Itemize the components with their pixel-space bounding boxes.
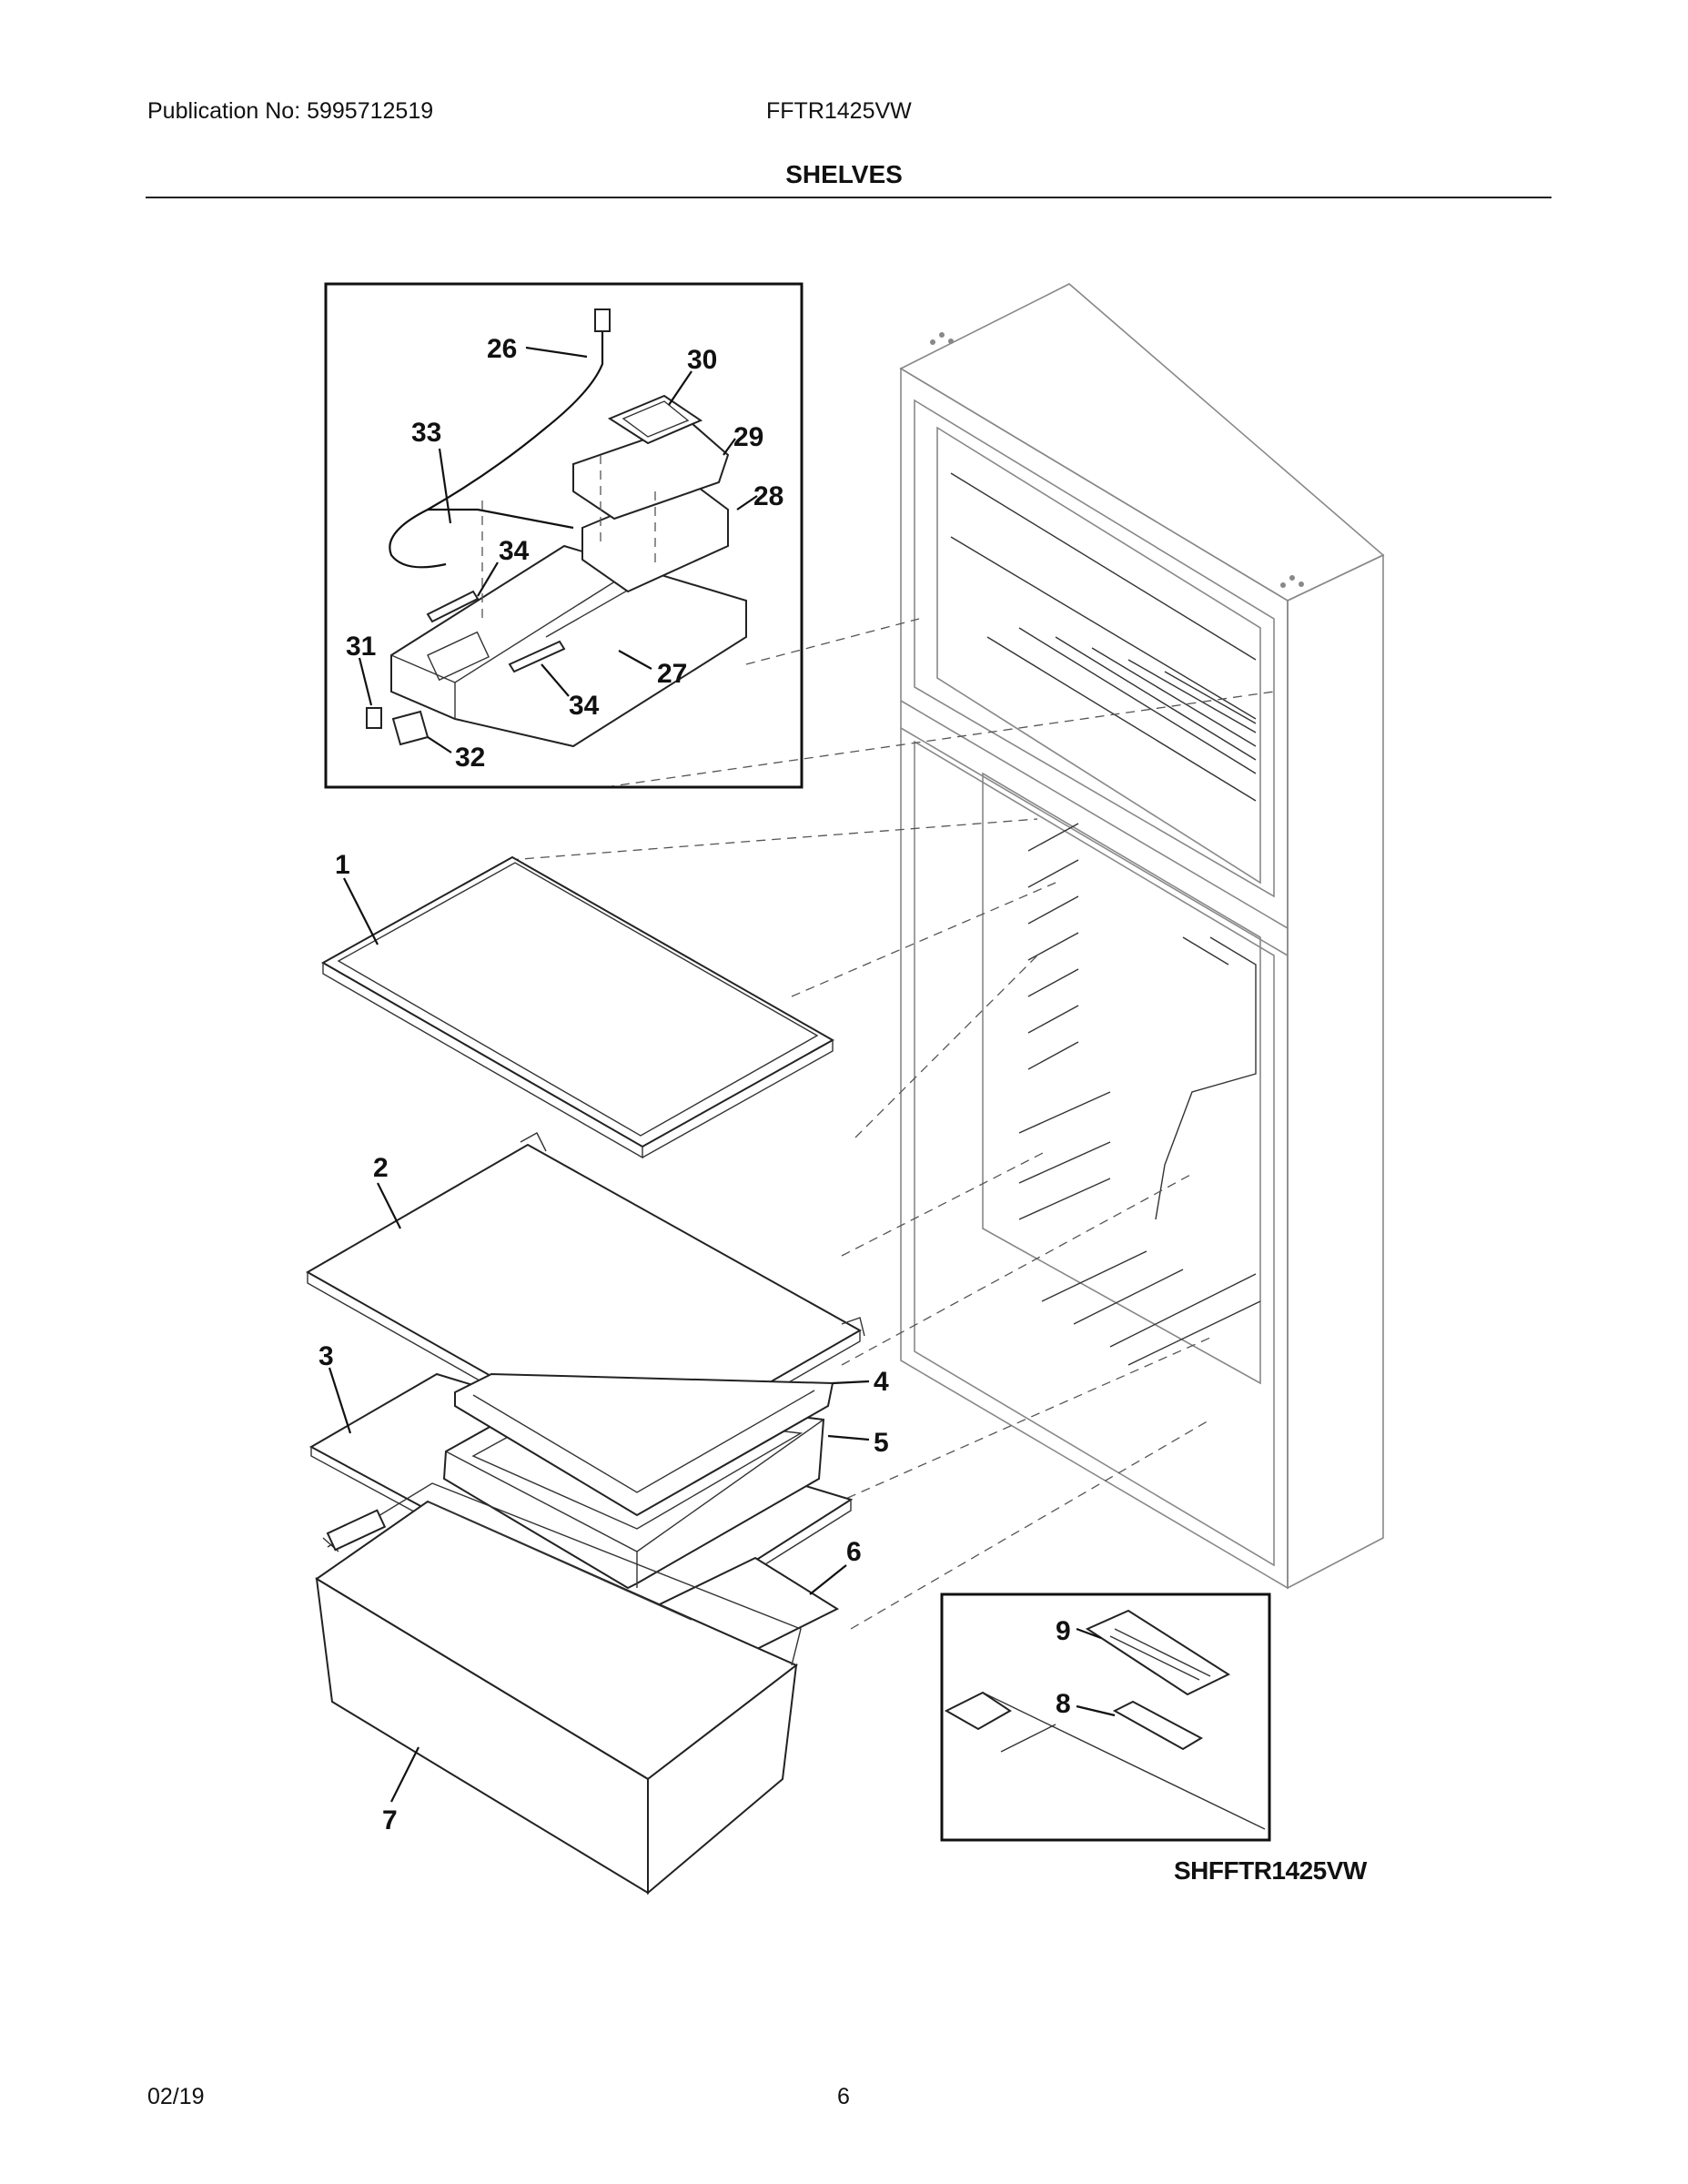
callout-26: 26 xyxy=(487,334,517,364)
callout-6: 6 xyxy=(846,1537,862,1567)
crisper-frame-part-4 xyxy=(454,1372,834,1517)
section-title: SHELVES xyxy=(785,160,903,188)
shelf-part-1 xyxy=(320,855,835,1159)
callout-27: 27 xyxy=(657,659,687,689)
footer-date: 02/19 xyxy=(147,2084,205,2109)
callout-33: 33 xyxy=(411,418,441,448)
refrigerator-cabinet xyxy=(899,283,1385,1590)
callout-labels: 26 30 29 28 33 34 31 32 27 34 1 2 3 4 5 … xyxy=(318,334,1071,1835)
diagram-code: SHFFTR1425VW xyxy=(1174,1856,1367,1885)
header-rule xyxy=(146,197,1552,198)
control-housing-assembly xyxy=(366,308,747,748)
callout-34-lower: 34 xyxy=(569,691,600,721)
callout-32: 32 xyxy=(455,743,485,773)
footer-page-number: 6 xyxy=(837,2084,850,2109)
callout-29: 29 xyxy=(733,422,763,452)
model-number: FFTR1425VW xyxy=(766,98,912,124)
crisper-drawer-part-7 xyxy=(315,1482,802,1896)
callout-9: 9 xyxy=(1056,1616,1071,1646)
callout-31: 31 xyxy=(346,632,376,662)
callout-7: 7 xyxy=(382,1805,398,1835)
humidity-control-inset-box xyxy=(940,1592,1271,1842)
control-housing-inset-box xyxy=(324,282,804,789)
callout-4: 4 xyxy=(874,1367,889,1397)
callout-30: 30 xyxy=(687,345,717,375)
callout-2: 2 xyxy=(373,1153,389,1183)
callout-8: 8 xyxy=(1056,1689,1071,1719)
alignment-lines xyxy=(509,618,1275,1630)
callout-5: 5 xyxy=(874,1428,889,1458)
callout-34-upper: 34 xyxy=(499,536,530,566)
humidity-control-assembly xyxy=(944,1609,1266,1830)
leader-lines xyxy=(328,346,1116,1803)
callout-3: 3 xyxy=(318,1341,334,1371)
callout-1: 1 xyxy=(335,850,350,880)
publication-number: Publication No: 5995712519 xyxy=(147,98,434,124)
callout-28: 28 xyxy=(753,481,783,511)
